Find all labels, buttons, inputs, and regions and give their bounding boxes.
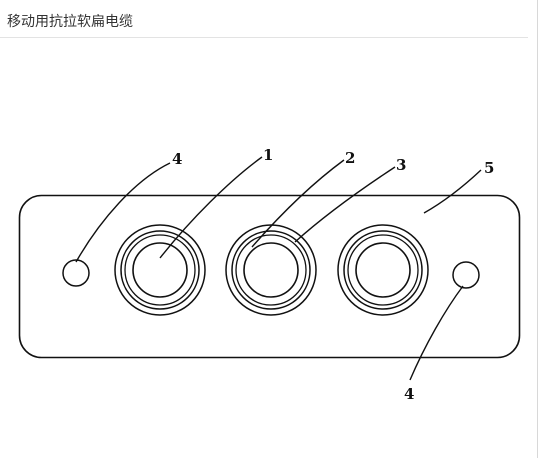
conductor-core-left — [114, 224, 206, 316]
header-bar: 移动用抗拉软扁电缆 — [0, 0, 528, 38]
label-4-top: 4 — [172, 150, 182, 168]
conductor-core-middle — [225, 224, 317, 316]
conductor-core-right — [337, 224, 429, 316]
label-2: 2 — [345, 149, 355, 167]
page-title: 移动用抗拉软扁电缆 — [7, 14, 133, 30]
leader-line-2 — [251, 159, 345, 248]
leader-line-1 — [159, 156, 263, 259]
leader-line-4-top — [75, 162, 171, 263]
label-3: 3 — [396, 156, 406, 174]
label-5: 5 — [484, 159, 494, 177]
tensile-member-right — [452, 261, 480, 289]
label-4-bottom: 4 — [404, 385, 414, 403]
leader-line-3 — [294, 166, 396, 243]
leader-line-4-bottom — [409, 285, 464, 381]
vertical-divider — [537, 0, 538, 458]
label-1: 1 — [263, 146, 273, 164]
outer-sheath — [18, 194, 521, 359]
tensile-member-left — [62, 259, 90, 287]
leader-line-5 — [423, 169, 482, 214]
